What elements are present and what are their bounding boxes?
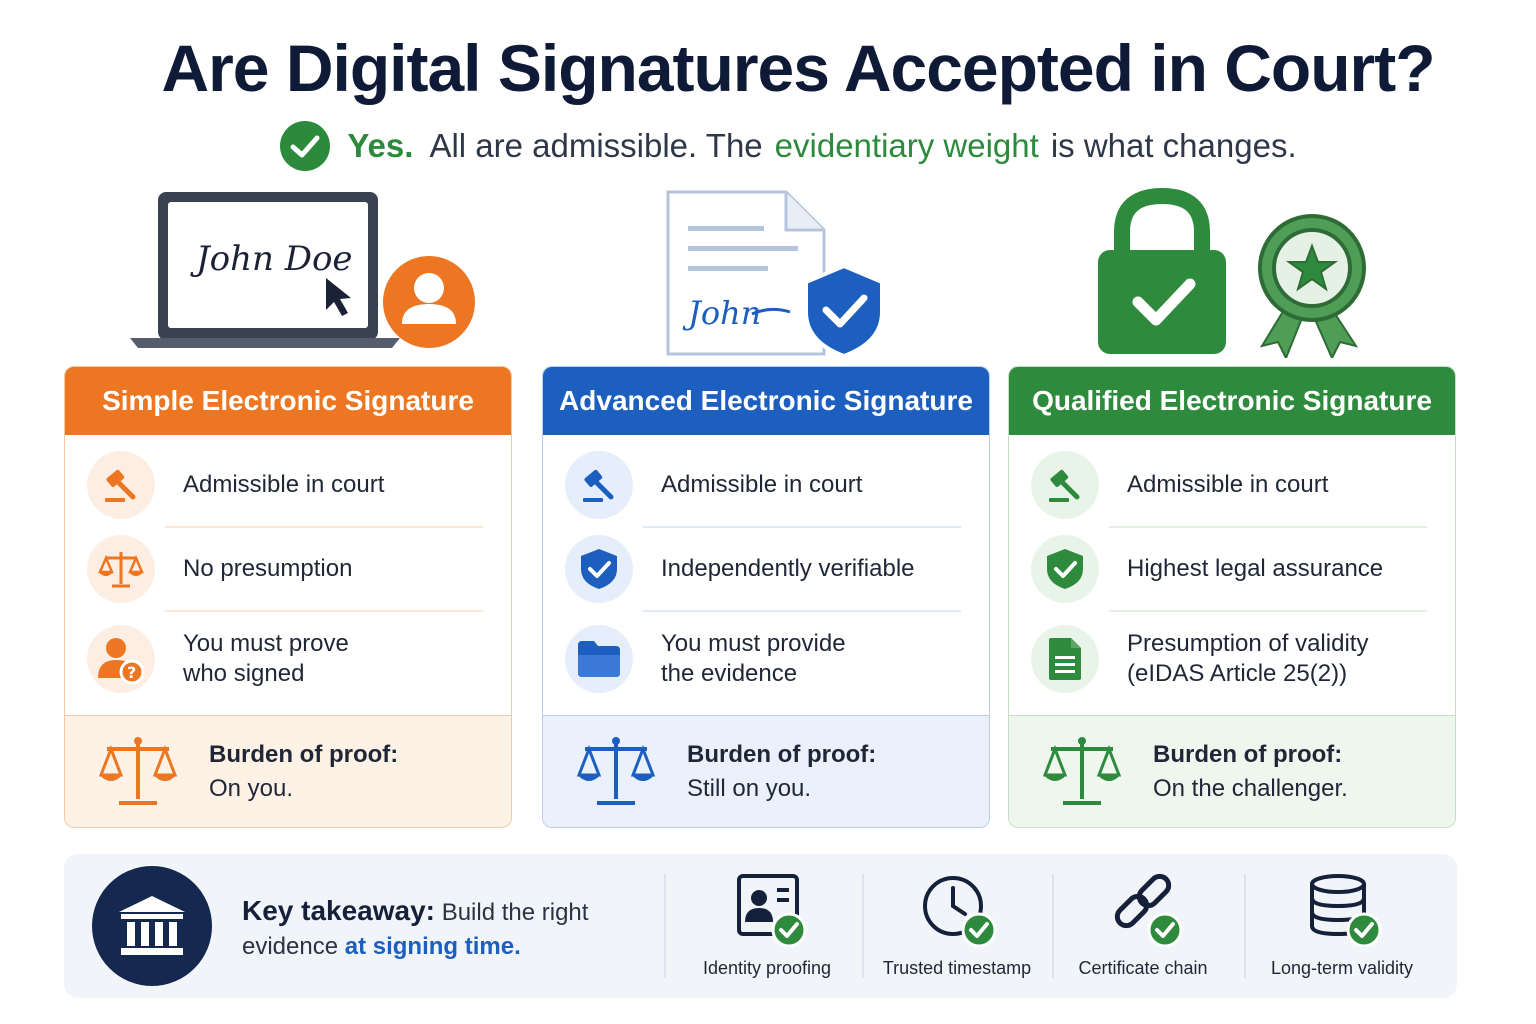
row-divider (1109, 610, 1427, 612)
subtitle-yes: Yes. (347, 127, 414, 164)
person-question-icon: ? (87, 625, 155, 693)
shield-check-icon (1031, 535, 1099, 603)
feature-label: Trusted timestamp (882, 958, 1032, 978)
row-text: No presumption (183, 555, 353, 582)
gavel-icon (87, 451, 155, 519)
row-text: Admissible in court (183, 471, 385, 498)
scales-icon (1042, 736, 1122, 805)
card-qualified-signature: Qualified Electronic Signature Admissibl… (1008, 366, 1456, 828)
card-row: No presumption (65, 527, 511, 611)
burden-of-proof: Burden of proof: On you. (65, 715, 511, 827)
scales-icon (576, 736, 656, 805)
row-text-line1: Presumption of validity (1127, 630, 1369, 657)
row-text: Admissible in court (661, 471, 863, 498)
takeaway-label: Key takeaway: (242, 895, 436, 926)
card-row: Admissible in court (65, 443, 511, 527)
subtitle: Yes. All are admissible. The evidentiary… (0, 120, 1536, 172)
gavel-icon (565, 451, 633, 519)
burden-value: On the challenger. (1153, 774, 1348, 802)
svg-text:?: ? (127, 663, 136, 682)
row-text-line2: (eIDAS Article 25(2)) (1127, 660, 1348, 687)
card-advanced-signature: Advanced Electronic Signature Admissible… (542, 366, 990, 828)
card-row: Presumption of validity (eIDAS Article 2… (1009, 611, 1455, 707)
card-row: Admissible in court (1009, 443, 1455, 527)
burden-label: Burden of proof: (687, 740, 877, 768)
folder-icon (565, 625, 633, 693)
lock-badge-illustration (1098, 188, 1366, 358)
feature-long-term-validity: Long-term validity (1247, 872, 1437, 992)
burden-value: On you. (209, 774, 294, 802)
row-text: Highest legal assurance (1127, 555, 1384, 582)
document-icon (1031, 625, 1099, 693)
row-divider (643, 526, 961, 528)
feature-label: Identity proofing (702, 958, 832, 978)
card-row: You must provide the evidence (543, 611, 989, 707)
row-text: Independently verifiable (661, 555, 915, 582)
burden-of-proof: Burden of proof: Still on you. (543, 715, 989, 827)
feature-trusted-timestamp: Trusted timestamp (862, 872, 1052, 992)
row-divider (165, 610, 483, 612)
row-text-line2: who signed (183, 660, 305, 687)
chain-link-icon (1114, 873, 1183, 948)
laptop-signature-illustration: John Doe (130, 192, 475, 348)
check-circle-icon (280, 121, 331, 171)
feature-label: Long-term validity (1270, 958, 1414, 978)
identity-card-icon (737, 874, 807, 948)
card-row: ? You must prove who signed (65, 611, 511, 707)
database-icon (1310, 874, 1382, 948)
subtitle-part1: All are admissible. The (429, 127, 763, 164)
feature-identity-proofing: Identity proofing (672, 872, 862, 992)
card-row: Highest legal assurance (1009, 527, 1455, 611)
burden-value: Still on you. (687, 774, 812, 802)
row-text-line1: You must prove (183, 630, 349, 657)
takeaway-text2: evidence (242, 933, 339, 960)
burden-of-proof: Burden of proof: On the challenger. (1009, 715, 1455, 827)
document-shield-illustration: John (666, 190, 884, 359)
key-takeaway-panel: Key takeaway: Build the right evidence a… (64, 854, 1457, 998)
card-row: Independently verifiable (543, 527, 989, 611)
card-title: Qualified Electronic Signature (1009, 367, 1455, 435)
laptop-signature-text: John Doe (190, 239, 353, 279)
card-simple-signature: Simple Electronic Signature Admissible i… (64, 366, 512, 828)
takeaway-text1: Build the right (441, 899, 589, 926)
scales-icon (98, 736, 178, 805)
gavel-icon (1031, 451, 1099, 519)
divider (1244, 874, 1246, 978)
feature-label: Certificate chain (1078, 958, 1208, 978)
burden-label: Burden of proof: (209, 740, 399, 768)
row-divider (643, 610, 961, 612)
card-title: Advanced Electronic Signature (543, 367, 989, 435)
bank-building-icon (92, 866, 212, 986)
card-row: Admissible in court (543, 443, 989, 527)
feature-certificate-chain: Certificate chain (1048, 872, 1238, 992)
clock-icon (923, 876, 997, 948)
page-title: Are Digital Signatures Accepted in Court… (161, 31, 1435, 105)
shield-check-icon (565, 535, 633, 603)
subtitle-highlight: evidentiary weight (774, 127, 1039, 164)
card-title: Simple Electronic Signature (65, 367, 511, 435)
divider (862, 874, 864, 978)
document-signature-text: John (682, 294, 761, 332)
divider (664, 874, 666, 978)
row-divider (1109, 526, 1427, 528)
takeaway-highlight: at signing time. (344, 933, 521, 960)
row-text: Admissible in court (1127, 471, 1329, 498)
burden-label: Burden of proof: (1153, 740, 1343, 768)
divider (1052, 874, 1054, 978)
row-text-line1: You must provide (661, 630, 846, 657)
subtitle-part2: is what changes. (1050, 127, 1297, 164)
scales-icon (87, 535, 155, 603)
row-divider (165, 526, 483, 528)
row-text-line2: the evidence (661, 660, 798, 687)
